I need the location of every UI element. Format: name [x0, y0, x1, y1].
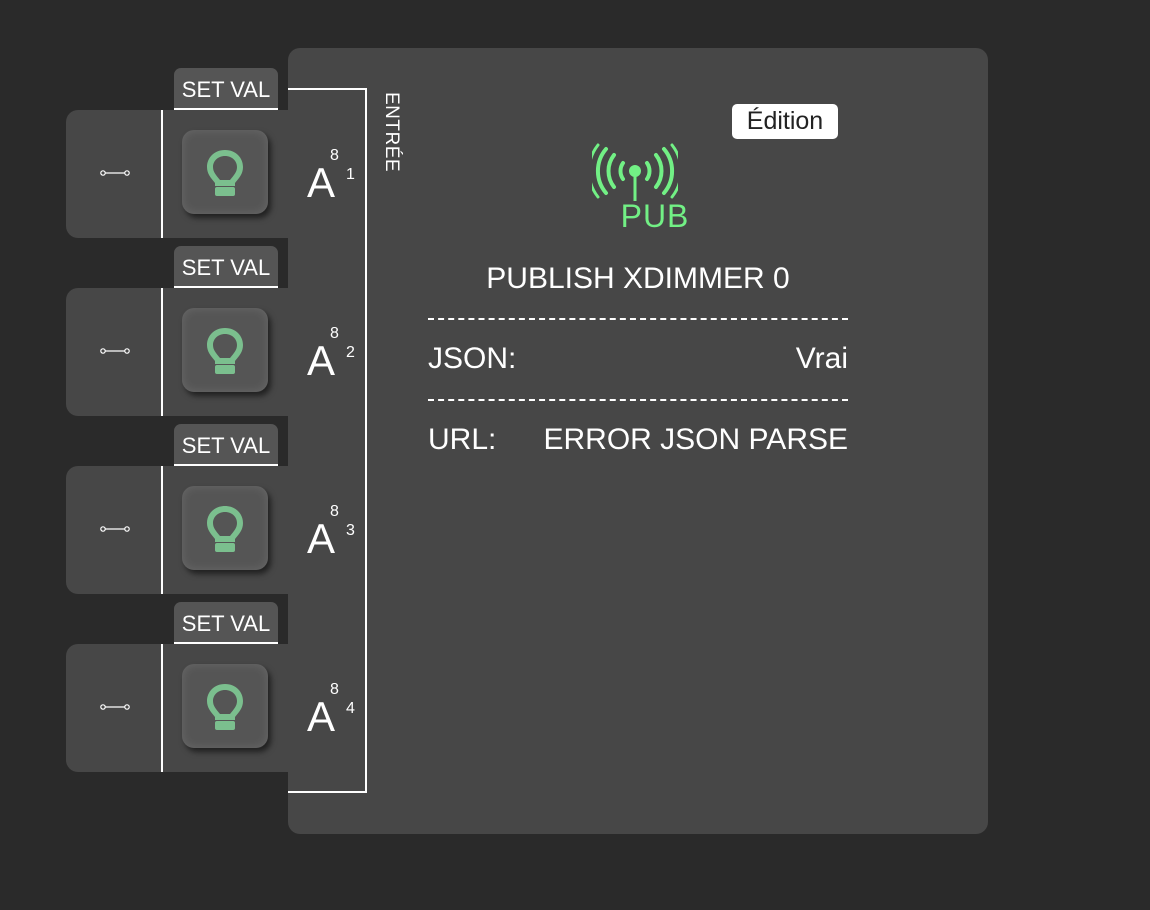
- lightbulb-icon: [207, 506, 243, 552]
- card-divider: [161, 466, 163, 594]
- input-card-4: [66, 644, 288, 772]
- bulb-button-4[interactable]: [182, 664, 268, 748]
- url-label: URL:: [428, 423, 497, 456]
- edition-button[interactable]: Édition: [732, 104, 838, 139]
- bulb-button-1[interactable]: [182, 130, 268, 214]
- dashed-separator: [428, 399, 848, 401]
- lightbulb-icon: [207, 684, 243, 730]
- channel-bits-4: 8: [330, 681, 339, 698]
- bulb-button-2[interactable]: [182, 308, 268, 392]
- channel-bits-3: 8: [330, 503, 339, 520]
- link-connector-icon[interactable]: [100, 702, 130, 712]
- channel-index-1: 1: [346, 166, 355, 183]
- dashed-separator: [428, 318, 848, 320]
- json-label: JSON:: [428, 342, 517, 375]
- bulb-button-3[interactable]: [182, 486, 268, 570]
- channel-letter-3: A: [307, 515, 336, 562]
- channel-letter-2: A: [307, 337, 336, 384]
- channel-bits-1: 8: [330, 147, 339, 164]
- broadcast-antenna-icon: [592, 143, 678, 201]
- channel-letter-4: A: [307, 693, 336, 740]
- link-connector-icon[interactable]: [100, 168, 130, 178]
- channel-index-3: 3: [346, 522, 355, 539]
- pub-badge: PUB: [620, 198, 690, 234]
- channel-index-2: 2: [346, 344, 355, 361]
- card-divider: [161, 644, 163, 772]
- input-card-1: [66, 110, 288, 238]
- url-value: ERROR JSON PARSE: [543, 423, 849, 456]
- input-card-3: [66, 466, 288, 594]
- channel-bits-2: 8: [330, 325, 339, 342]
- card-divider: [161, 110, 163, 238]
- link-connector-icon[interactable]: [100, 346, 130, 356]
- card-divider: [161, 288, 163, 416]
- module-title: PUBLISH XDIMMER 0: [486, 262, 790, 295]
- lightbulb-icon: [207, 328, 243, 374]
- json-value: Vrai: [795, 342, 848, 375]
- set-val-button-3[interactable]: SET VAL: [174, 424, 278, 466]
- lightbulb-icon: [207, 150, 243, 196]
- link-connector-icon[interactable]: [100, 524, 130, 534]
- set-val-button-4[interactable]: SET VAL: [174, 602, 278, 644]
- channel-index-4: 4: [346, 700, 355, 717]
- channel-letter-1: A: [307, 159, 336, 206]
- set-val-button-2[interactable]: SET VAL: [174, 246, 278, 288]
- set-val-button-1[interactable]: SET VAL: [174, 68, 278, 110]
- module-panel: [288, 48, 988, 834]
- entree-bracket: [288, 88, 367, 793]
- input-card-2: [66, 288, 288, 416]
- entree-label: ENTRÉE: [381, 92, 402, 173]
